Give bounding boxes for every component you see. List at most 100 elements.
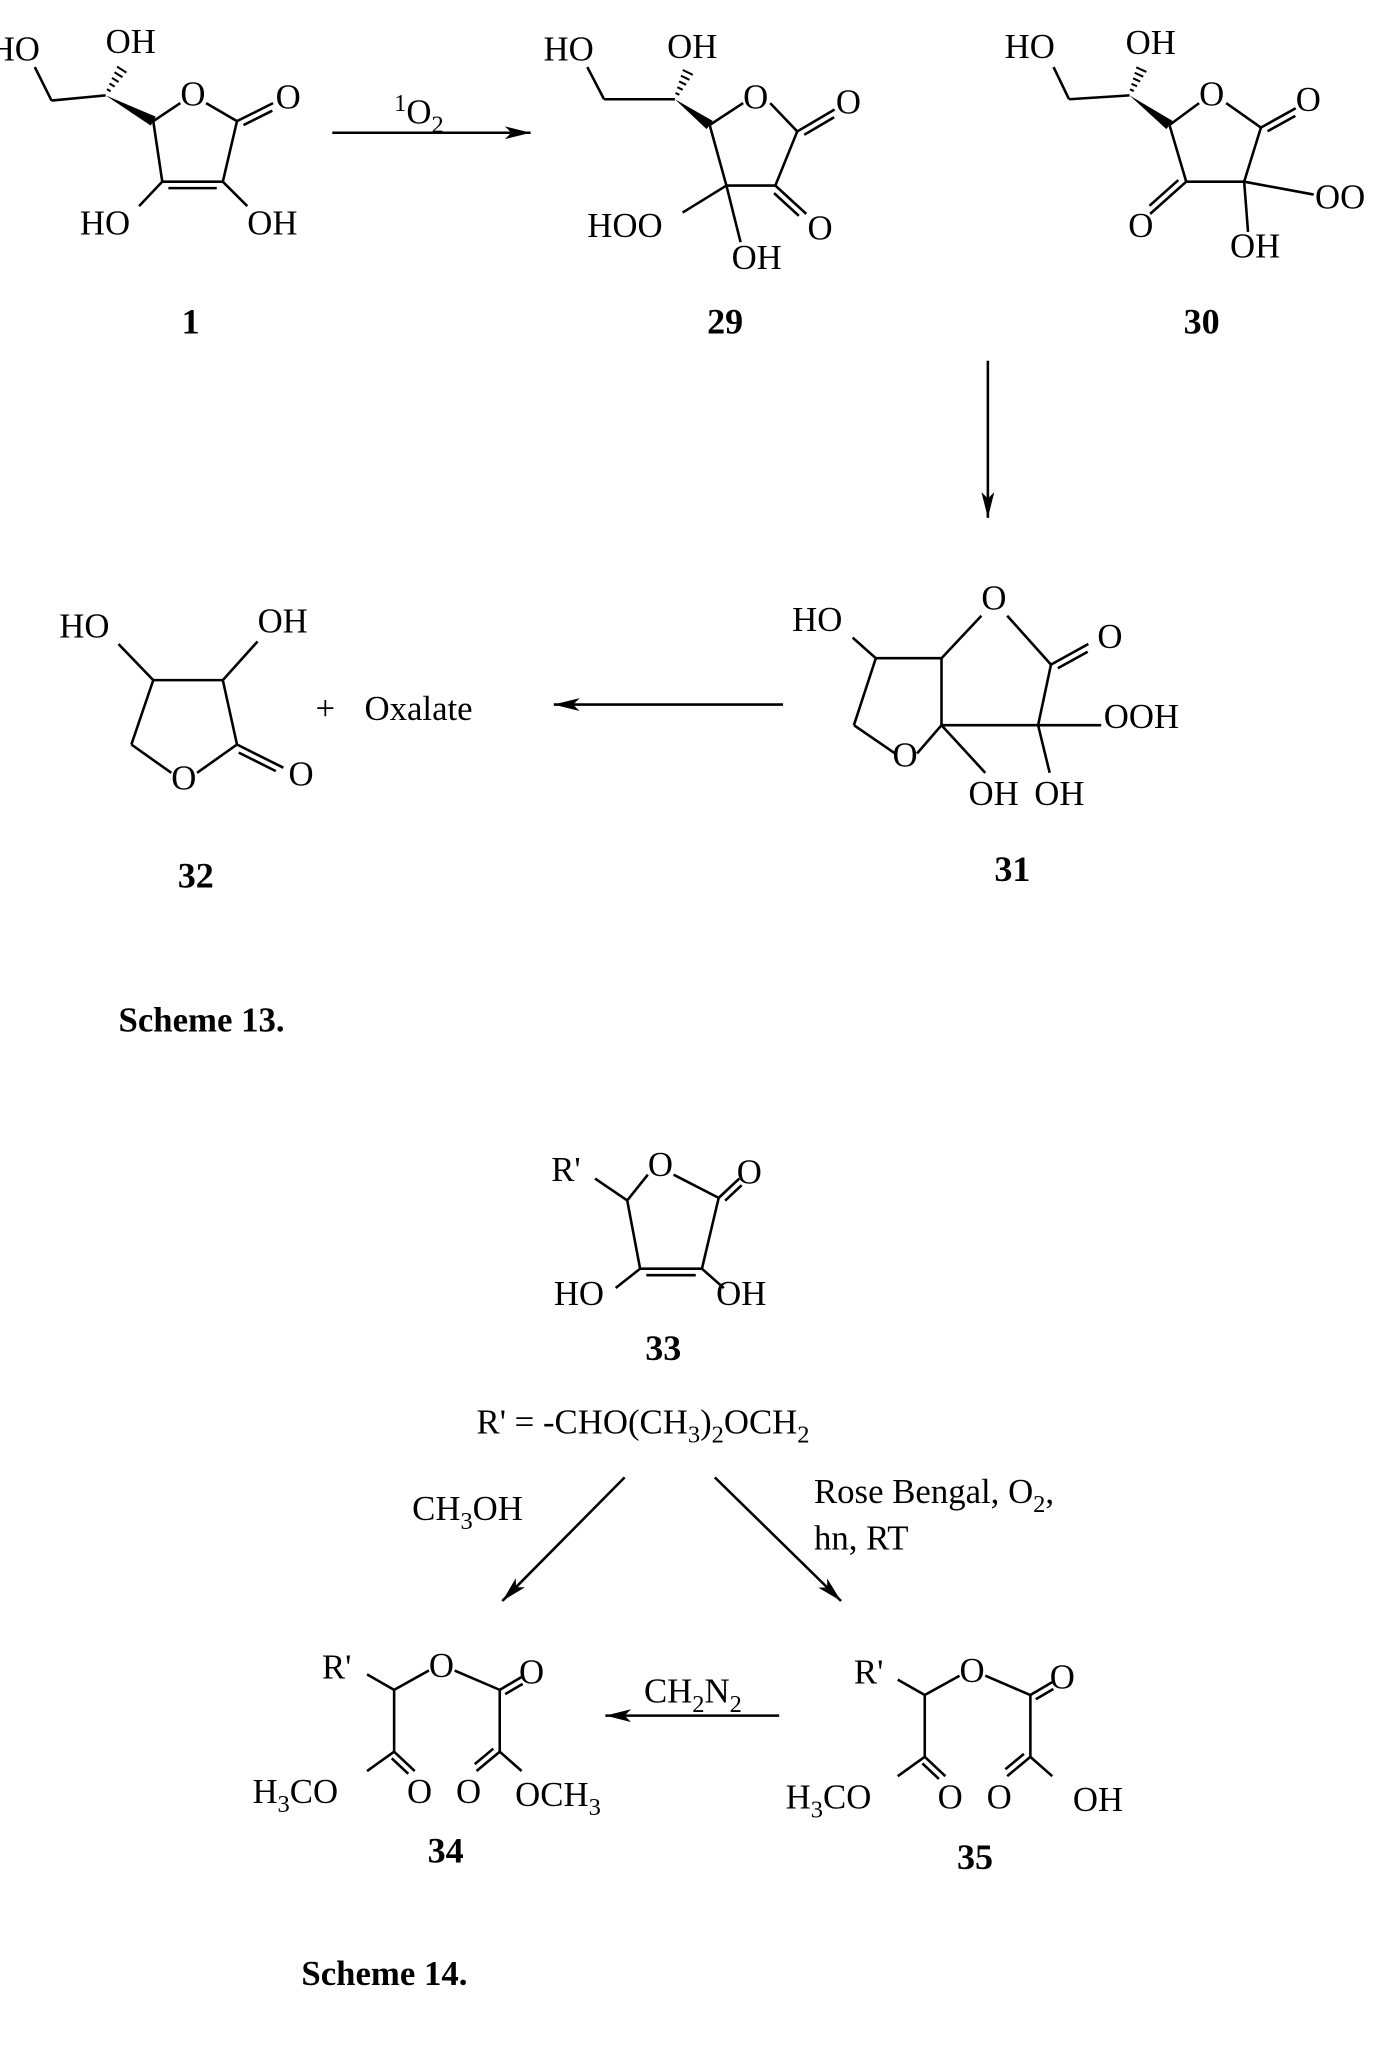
compound-33: R' O O HO OH 33 [551, 1145, 766, 1368]
hashed-bond [1134, 71, 1144, 78]
atom-label: OO [1315, 178, 1365, 217]
bond [681, 184, 728, 214]
bond [1004, 1752, 1025, 1771]
atom-label: O [289, 755, 314, 794]
atom-label: O [276, 77, 301, 116]
bond [393, 1750, 416, 1772]
bond [924, 1674, 961, 1697]
bond [130, 679, 155, 745]
bond [117, 643, 155, 682]
compound-32: HO OH O O 32 [59, 601, 313, 895]
bond [138, 180, 164, 208]
bond [393, 1669, 430, 1692]
hashed-bond [680, 74, 690, 81]
atom-label: O [737, 1153, 762, 1192]
bond [773, 192, 800, 217]
atom-label: O [519, 1652, 544, 1691]
atom-label: R' [854, 1652, 883, 1691]
bond [1225, 102, 1262, 129]
atom-label: O [1296, 80, 1321, 119]
wedge-bond [674, 99, 713, 130]
bond [242, 109, 273, 127]
atom-label: O [1097, 617, 1122, 656]
hashed-bond [1135, 66, 1147, 73]
atom-label: O [429, 1646, 454, 1685]
reagent-label: 1O2 [394, 90, 444, 139]
hashed-bond [678, 80, 687, 86]
wedge-bond [105, 95, 156, 126]
atom-label: O [987, 1777, 1012, 1816]
reagent-rose-bengal: Rose Bengal, O2, [814, 1472, 1054, 1518]
atom-label: O [743, 77, 768, 116]
hashed-bond [108, 82, 116, 88]
bond [236, 743, 284, 769]
bond [1029, 1755, 1054, 1778]
bond [586, 66, 606, 100]
compound-35: R' O O H3CO O O OH 35 [786, 1651, 1123, 1877]
atom-label: OH [969, 774, 1019, 813]
bond [673, 1173, 720, 1200]
bond [1242, 127, 1263, 183]
bond [221, 180, 249, 208]
bond [984, 1674, 1031, 1697]
bond [1052, 66, 1071, 100]
bond [1006, 614, 1052, 666]
plus-sign: + [316, 689, 336, 728]
compound-number: 31 [994, 849, 1030, 889]
bond [366, 1750, 395, 1773]
atom-label: OH [667, 27, 717, 66]
bond [1243, 180, 1314, 196]
bond [774, 130, 799, 187]
hashed-bond [106, 88, 112, 93]
bond [774, 184, 808, 215]
compound-number: 30 [1184, 302, 1220, 342]
hashed-bond [1132, 77, 1141, 83]
atom-label: HOO [587, 206, 662, 245]
compound-29: HO OH O O O HOO OH 29 [544, 27, 861, 342]
hashed-bond [676, 86, 684, 91]
compound-number: 1 [182, 302, 200, 342]
bond [1050, 642, 1089, 666]
compound-number: 33 [645, 1328, 681, 1368]
atom-label: O [938, 1777, 963, 1816]
atom-label: OH [716, 1274, 766, 1313]
bond [725, 185, 742, 243]
bond [853, 724, 896, 755]
bond [499, 1675, 523, 1691]
reagent-conditions: hn, RT [814, 1518, 909, 1557]
bond [916, 724, 943, 755]
atom-label: HO [0, 30, 40, 69]
atom-label: HO [792, 600, 842, 639]
bond [1168, 124, 1188, 183]
atom-label: OCH3 [515, 1775, 601, 1821]
hashed-bond [1131, 82, 1138, 88]
bond [700, 1197, 720, 1270]
atom-label: OH [1034, 774, 1084, 813]
bond [923, 1755, 947, 1778]
bond [152, 102, 182, 123]
scheme-14-caption: Scheme 14. [301, 1954, 467, 1993]
compound-number: 32 [178, 855, 214, 895]
bond [708, 102, 744, 127]
atom-label: O [960, 1651, 985, 1690]
bond [196, 743, 238, 774]
hashed-bond [1129, 88, 1135, 93]
atom-label: O [981, 578, 1006, 617]
bond [221, 679, 239, 745]
bond [51, 94, 106, 102]
bond [769, 102, 799, 133]
atom-label: O [456, 1772, 481, 1811]
coproduct-label: Oxalate [364, 689, 472, 728]
hashed-bond [682, 69, 694, 76]
atom-label: OH [1073, 1780, 1123, 1819]
bond [852, 657, 878, 726]
atom-label: HO [554, 1274, 604, 1313]
wedge-bond [1129, 95, 1173, 130]
atom-label: O [407, 1772, 432, 1811]
atom-label: R' [322, 1647, 351, 1686]
atom-label: R' [551, 1150, 580, 1189]
hashed-bond [675, 92, 680, 96]
bond [221, 640, 259, 681]
bond [897, 1678, 926, 1697]
bond [390, 1757, 410, 1775]
